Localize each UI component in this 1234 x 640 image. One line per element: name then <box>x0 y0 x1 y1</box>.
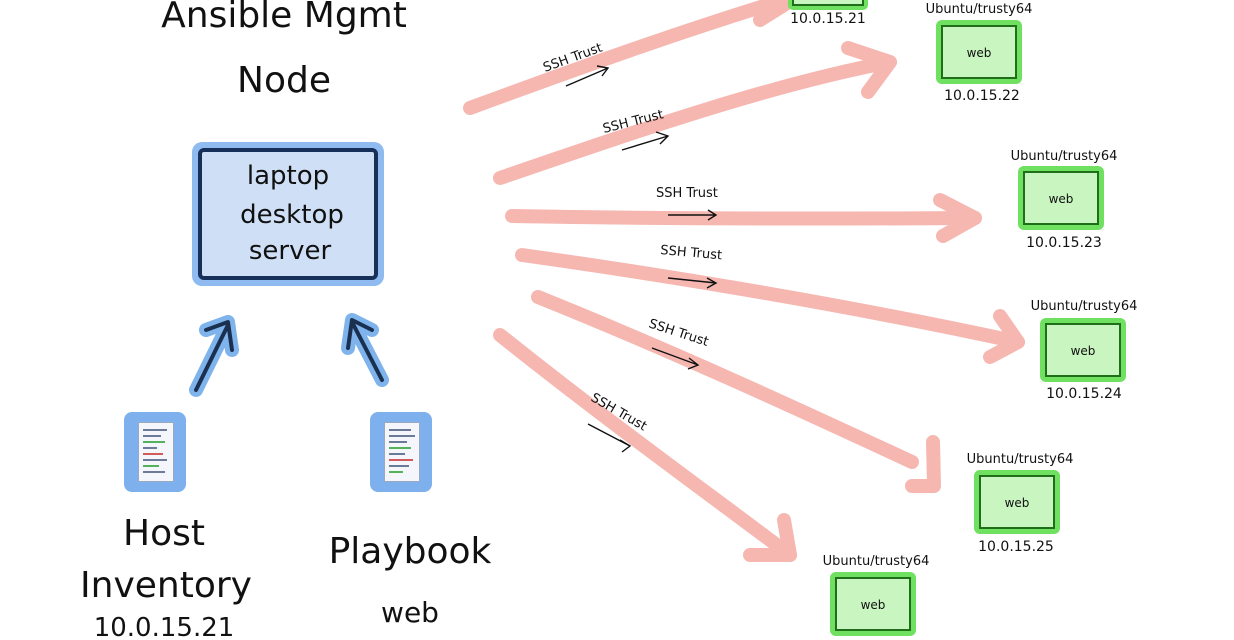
inventory-label-line1: Host <box>123 513 205 554</box>
ssh-trust-label: SSH Trust <box>660 243 723 263</box>
file-sheet <box>138 422 174 482</box>
ssh-arrow-6 <box>493 328 797 562</box>
host-box <box>792 0 864 6</box>
mgmt-box-line-2: desktop <box>240 200 344 230</box>
host-box <box>941 25 1017 79</box>
small-arrow-icon <box>651 347 700 370</box>
playbook-up-arrow <box>341 313 389 387</box>
host-box <box>1023 171 1099 225</box>
mgmt-node: Ansible Mgmt Node laptop desktop server <box>161 0 407 286</box>
mgmt-box <box>198 148 378 280</box>
file-sheet <box>384 422 420 482</box>
ssh-label-group-4: SSH Trust <box>660 243 723 289</box>
host-inventory-file-icon <box>124 412 186 492</box>
host-role: web <box>1005 496 1030 510</box>
host-os: Ubuntu/trusty64 <box>823 554 930 569</box>
host-1: 10.0.15.21 <box>788 0 868 27</box>
inventory-up-arrow <box>189 315 239 397</box>
host-box <box>1045 323 1121 377</box>
host-ip: 10.0.15.21 <box>790 11 866 27</box>
inventory-labels: Host Inventory 10.0.15.21 <box>80 513 252 640</box>
inventory-ip: 10.0.15.21 <box>94 613 235 640</box>
small-arrow-icon <box>667 277 718 289</box>
host-ip: 10.0.15.25 <box>978 539 1054 555</box>
host-role: web <box>967 46 992 60</box>
mgmt-node-title-line2: Node <box>237 60 331 101</box>
ssh-trust-arrows <box>463 0 1025 562</box>
host-ip: 10.0.15.23 <box>1026 235 1102 251</box>
small-arrow-icon <box>565 65 610 87</box>
host-ip: 10.0.15.24 <box>1046 386 1122 402</box>
host-3: Ubuntu/trusty64 web 10.0.15.23 <box>1011 149 1118 251</box>
playbook-group: web <box>381 596 439 629</box>
playbook-label: Playbook <box>329 531 492 572</box>
host-os: Ubuntu/trusty64 <box>967 452 1074 467</box>
ssh-arrow-5 <box>531 290 941 493</box>
ssh-arrow-3 <box>505 193 982 243</box>
mgmt-box-line-1: laptop <box>247 161 329 191</box>
ssh-arrow-2 <box>493 41 897 185</box>
playbook-labels: Playbook web <box>329 531 492 629</box>
host-os: Ubuntu/trusty64 <box>926 2 1033 17</box>
host-box <box>835 577 911 631</box>
host-4: Ubuntu/trusty64 web 10.0.15.24 <box>1031 299 1138 402</box>
host-5: Ubuntu/trusty64 web 10.0.15.25 <box>967 452 1074 555</box>
ssh-arrow-4 <box>515 248 1025 364</box>
host-os: Ubuntu/trusty64 <box>1011 149 1118 164</box>
ssh-trust-label: SSH Trust <box>656 186 718 201</box>
host-6: Ubuntu/trusty64 web <box>823 554 930 636</box>
host-2: Ubuntu/trusty64 web 10.0.15.22 <box>926 2 1033 104</box>
up-arrows <box>189 313 389 397</box>
mgmt-node-title-line1: Ansible Mgmt <box>161 0 407 36</box>
ssh-arrow-1 <box>463 0 805 115</box>
host-box <box>979 475 1055 529</box>
inventory-label-line2: Inventory <box>80 565 252 606</box>
small-arrow-icon <box>587 423 632 453</box>
playbook-file-icon <box>370 412 432 492</box>
host-ip: 10.0.15.22 <box>944 88 1020 104</box>
host-role: web <box>1049 192 1074 206</box>
host-role: web <box>861 598 886 612</box>
small-arrow-icon <box>668 209 718 221</box>
small-arrow-icon <box>621 131 670 151</box>
host-os: Ubuntu/trusty64 <box>1031 299 1138 314</box>
host-role: web <box>1071 344 1096 358</box>
ssh-label-group-3: SSH Trust <box>656 186 718 221</box>
mgmt-box-line-3: server <box>249 236 332 266</box>
